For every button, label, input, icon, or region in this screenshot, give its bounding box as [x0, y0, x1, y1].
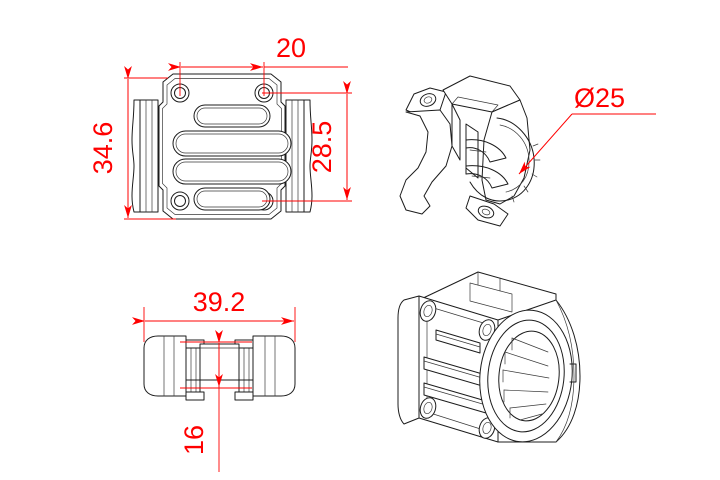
rear-iso-bottom-boss-hole	[481, 208, 491, 216]
front-iso-hole-bl	[419, 397, 437, 419]
front-iso-bore	[498, 330, 560, 422]
dim-39-2-text: 39.2	[193, 287, 246, 317]
top-view-right-block-ribs	[264, 335, 276, 397]
front-view-dimensions: 20 34.6 28.5	[88, 33, 352, 220]
front-slot-4	[193, 187, 271, 211]
front-slot-3-inner	[175, 161, 289, 182]
front-iso-barrel-seam	[555, 299, 575, 443]
dim-16-text: 16	[179, 425, 209, 455]
top-view-left-tab-bottom	[185, 391, 205, 401]
rear-iso-rib-4	[465, 165, 509, 189]
front-iso-bore-splines	[502, 337, 550, 421]
rear-iso-bore-scallops	[511, 143, 541, 203]
front-iso-hole-br-bore	[482, 421, 492, 435]
front-right-side-profile	[303, 99, 313, 213]
front-right-flange-ribs	[291, 99, 299, 213]
dim-20-text: 20	[276, 33, 306, 63]
front-iso-hole-bl-bore	[423, 401, 433, 415]
rear-iso-rib-detail	[469, 149, 491, 179]
front-iso-barrel-rim	[487, 319, 565, 433]
front-slot-4-inner	[196, 190, 268, 208]
rear-iso-rib-3	[465, 139, 507, 163]
rear-iso-bore-outer-arc	[469, 117, 535, 202]
front-slot-2-inner	[175, 133, 289, 154]
front-iso-hole-tl-bore	[423, 304, 433, 318]
rear-iso-ear-hole	[423, 96, 433, 104]
top-view-dimensions: 39.2 16	[132, 287, 296, 472]
front-slot-1	[193, 104, 271, 128]
top-view-right-block	[252, 335, 296, 397]
front-iso-slot-1	[435, 329, 481, 354]
front-face-plate-inner-outline	[162, 78, 282, 215]
front-iso-hole-tl	[419, 300, 437, 322]
top-view-left-block	[143, 335, 187, 397]
front-slot-1-inner	[196, 107, 268, 125]
top-view-left-block-ribs	[163, 335, 175, 397]
dim-diameter-25-text: Ø25	[574, 83, 625, 113]
top-view-geometry	[143, 335, 296, 401]
front-iso-hole-tr-bore	[482, 323, 492, 337]
front-slot-3	[172, 158, 292, 185]
rear-iso-bore-inner-arc	[499, 124, 530, 193]
front-iso-left-edge	[397, 295, 420, 425]
front-isometric-geometry	[397, 271, 581, 443]
front-left-side-profile	[131, 99, 141, 213]
rear-iso-rib-2	[465, 123, 479, 179]
front-hole-bottom-left-bore	[174, 195, 186, 207]
rear-iso-top-face-groove	[451, 96, 499, 113]
rear-isometric-geometry	[399, 75, 541, 227]
rear-iso-rib-1	[451, 103, 461, 161]
dim-34-6-text: 34.6	[88, 122, 118, 175]
top-view-right-flange-ribs	[243, 339, 250, 393]
front-iso-barrel-key-notch	[569, 363, 577, 383]
front-left-flange-ribs	[145, 99, 153, 213]
front-iso-top-deck-recess	[469, 282, 513, 313]
dim-28-5-text: 28.5	[307, 121, 337, 174]
top-view-right-tab-bottom	[234, 391, 254, 401]
front-iso-slot-inner-edges	[423, 333, 487, 406]
front-view-geometry	[131, 73, 313, 220]
front-iso-bore-spline-edges	[502, 337, 513, 419]
front-slot-2	[172, 130, 292, 157]
front-left-flange	[139, 99, 159, 213]
dim-diameter-25-group: Ø25	[518, 83, 656, 175]
rear-iso-left-wall	[399, 109, 453, 215]
front-iso-top-deck-notch	[477, 271, 501, 292]
front-right-flange	[285, 99, 305, 213]
rear-iso-ear-boss	[419, 93, 437, 107]
dim-diameter-25-leader	[518, 113, 573, 175]
rear-iso-bottom-boss-pad	[477, 205, 495, 219]
top-view-left-flange-ribs	[190, 339, 197, 393]
